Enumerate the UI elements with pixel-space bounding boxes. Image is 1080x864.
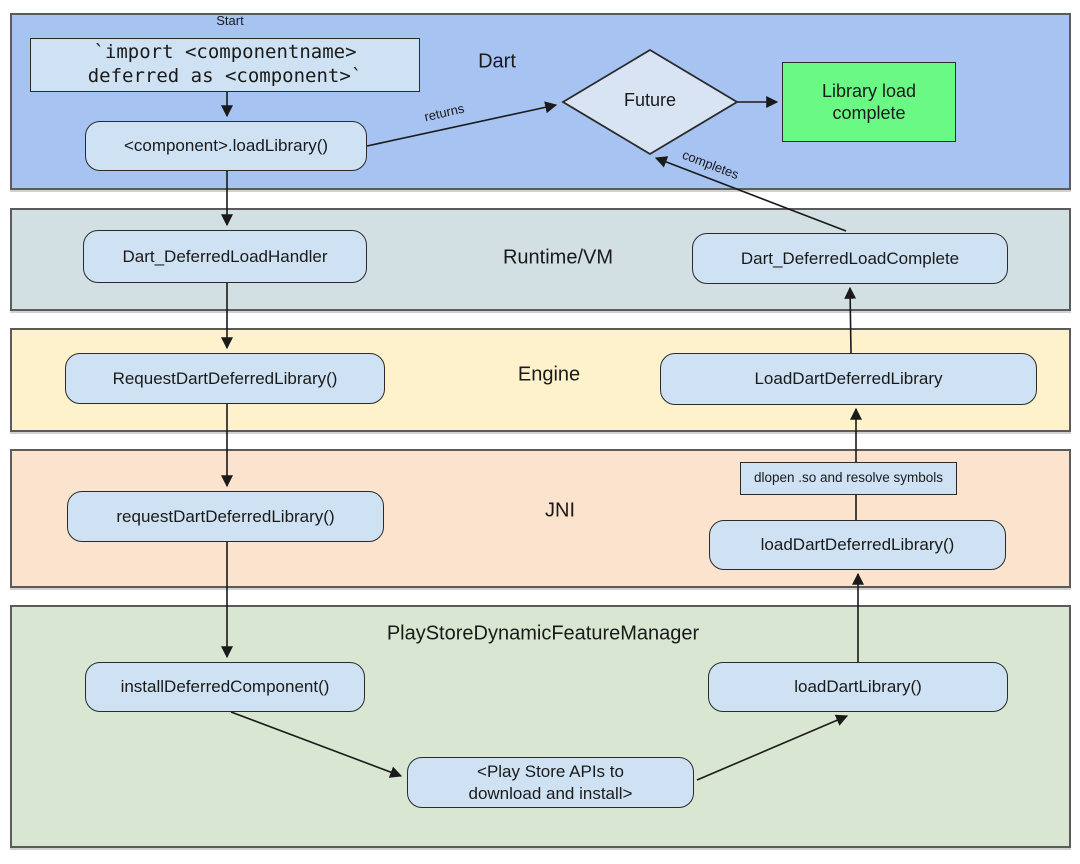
node-dlopen-note: dlopen .so and resolve symbols: [740, 462, 957, 495]
lane-title-runtime-vm: Runtime/VM: [502, 246, 614, 269]
lane-title-jni: JNI: [545, 499, 575, 522]
node-load-dart-deferred-library-engine: LoadDartDeferredLibrary: [660, 353, 1037, 405]
lane-title-playstore: PlayStoreDynamicFeatureManager: [386, 622, 700, 645]
node-dart-deferred-load-complete: Dart_DeferredLoadComplete: [692, 233, 1008, 284]
edge-loadengine-to-complete: [844, 286, 857, 354]
lane-title-dart: Dart: [478, 50, 516, 73]
lane-title-engine: Engine: [517, 363, 581, 386]
edge-apis-to-loaddartlibrary: [696, 714, 849, 781]
node-request-dart-deferred-library-engine: RequestDartDeferredLibrary(): [65, 353, 385, 404]
node-request-dart-deferred-library-jni: requestDartDeferredLibrary(): [67, 491, 384, 542]
edge-install-to-apis: [230, 711, 403, 778]
edge-completes: [654, 156, 847, 232]
edge-returns: [366, 101, 558, 147]
future-diamond-label: Future: [623, 90, 677, 110]
node-play-store-apis: <Play Store APIs to download and install…: [407, 757, 694, 808]
start-label: Start: [216, 13, 244, 28]
node-dart-deferred-load-handler: Dart_DeferredLoadHandler: [83, 230, 367, 283]
node-library-load-complete: Library load complete: [782, 62, 956, 142]
node-load-library-call: <component>.loadLibrary(): [85, 121, 367, 171]
node-import-statement: `import <componentname> deferred as <com…: [30, 38, 420, 92]
node-load-dart-library: loadDartLibrary(): [708, 662, 1008, 712]
node-install-deferred-component: installDeferredComponent(): [85, 662, 365, 712]
node-load-dart-deferred-library-jni: loadDartDeferredLibrary(): [709, 520, 1006, 570]
